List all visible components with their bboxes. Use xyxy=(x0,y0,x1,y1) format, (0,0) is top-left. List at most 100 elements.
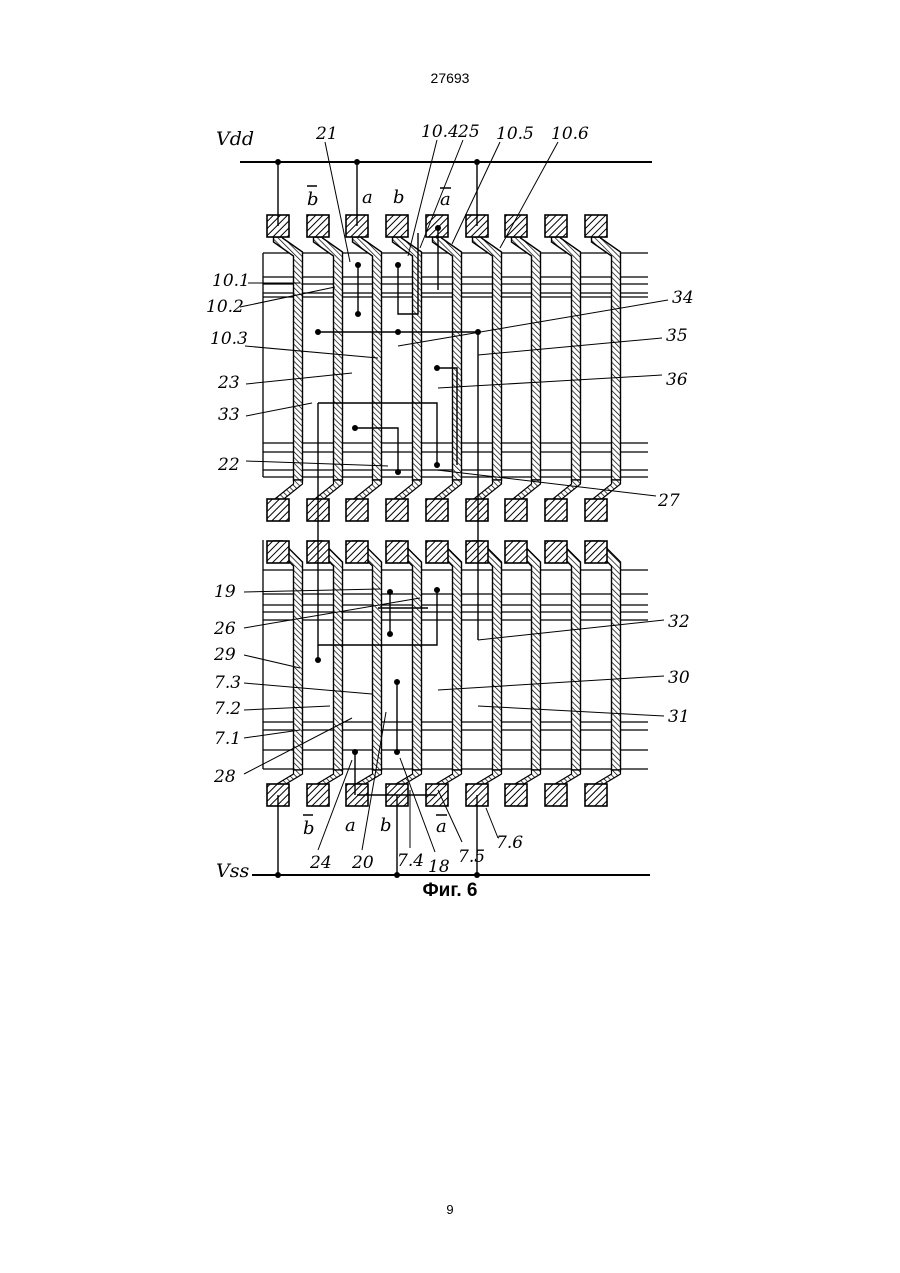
via-contact xyxy=(352,425,358,431)
gate-strip xyxy=(433,541,462,770)
via-contact xyxy=(394,679,400,685)
contact-pad xyxy=(585,215,607,237)
bottom-reference-labels: 24 20 7.4 18 7.5 7.6 xyxy=(309,833,523,877)
via-contact xyxy=(394,749,400,755)
gate-dogleg xyxy=(473,480,502,500)
via-contact xyxy=(435,225,441,231)
gate-strip xyxy=(473,541,502,770)
leader-line xyxy=(244,598,420,628)
ref-label: 30 xyxy=(668,668,690,688)
via-contact xyxy=(395,329,401,335)
contact-pad xyxy=(545,499,567,521)
via-contact xyxy=(275,872,281,878)
contact-pad xyxy=(386,541,408,563)
via-contact xyxy=(387,589,393,595)
contact-pad xyxy=(267,541,289,563)
via-contact xyxy=(395,262,401,268)
leader-line xyxy=(244,730,300,738)
via-contact xyxy=(474,872,480,878)
ref-label: 35 xyxy=(666,326,688,346)
contact-pad xyxy=(505,541,527,563)
ref-label: 10.1 xyxy=(212,271,250,291)
ref-label: 10.5 xyxy=(496,124,534,144)
top-signal-label: a xyxy=(362,187,373,208)
contact-pad xyxy=(585,499,607,521)
ref-label: 7.1 xyxy=(214,729,241,749)
contact-pad xyxy=(426,541,448,563)
contact-pad xyxy=(505,784,527,806)
ref-label: 7.2 xyxy=(214,699,241,719)
contact-pad xyxy=(346,541,368,563)
leader-line xyxy=(245,346,378,358)
gate-dogleg xyxy=(552,480,581,500)
ref-label: 22 xyxy=(217,455,240,475)
ref-label: 32 xyxy=(668,612,690,632)
gate-strip xyxy=(512,541,541,770)
contact-pad xyxy=(505,499,527,521)
ref-label: 7.4 xyxy=(397,851,424,871)
via-contact xyxy=(395,469,401,475)
ref-label: 24 xyxy=(309,853,332,873)
ref-label: 29 xyxy=(213,645,236,665)
ref-label: 27 xyxy=(657,491,680,511)
gate-dogleg xyxy=(274,480,303,500)
gate-dogleg xyxy=(393,480,422,500)
via-contact xyxy=(394,872,400,878)
contact-pad xyxy=(386,499,408,521)
ref-label: 10.6 xyxy=(551,124,589,144)
top-signal-label: b xyxy=(393,187,405,208)
leader-line xyxy=(438,375,662,388)
via-contact xyxy=(434,462,440,468)
via-contact xyxy=(352,749,358,755)
ref-label: 28 xyxy=(213,767,236,787)
contact-pad xyxy=(466,499,488,521)
via-contact xyxy=(474,159,480,165)
ref-label: 25 xyxy=(457,122,480,142)
contact-pad xyxy=(585,541,607,563)
top-signal-label: a xyxy=(440,189,451,210)
right-reference-labels: 34 35 36 27 32 30 31 xyxy=(657,288,694,727)
top-signal-label: b xyxy=(307,189,319,210)
top-reference-labels: 21 10.4 25 10.5 10.6 xyxy=(315,122,589,144)
gate-strip xyxy=(353,541,382,770)
leader-line xyxy=(478,338,662,355)
via-contact xyxy=(354,159,360,165)
figure-caption: Фиг. 6 xyxy=(0,880,900,902)
leader-line xyxy=(437,470,656,496)
ref-label: 21 xyxy=(315,124,338,144)
ref-label: 33 xyxy=(218,405,240,425)
bottom-signal-label: a xyxy=(436,816,447,837)
via-contact xyxy=(355,311,361,317)
contact-pad xyxy=(386,215,408,237)
ref-label: 18 xyxy=(428,857,450,877)
contact-pad xyxy=(307,784,329,806)
gate-dogleg xyxy=(512,480,541,500)
left-reference-labels: 10.1 10.2 10.3 23 33 22 19 26 29 7.3 7.2… xyxy=(206,271,250,787)
ref-label: 10.2 xyxy=(206,297,244,317)
leader-line xyxy=(438,676,664,690)
contact-pad xyxy=(585,784,607,806)
contact-pad xyxy=(466,541,488,563)
ref-label: 31 xyxy=(668,707,690,727)
vdd-label: Vdd xyxy=(216,128,254,150)
gate-dogleg xyxy=(353,480,382,500)
gate-strip xyxy=(552,541,581,770)
page-number: 9 xyxy=(0,1202,900,1217)
contact-pad xyxy=(426,499,448,521)
via-contact xyxy=(387,631,393,637)
contact-pad xyxy=(545,541,567,563)
ref-label: 7.5 xyxy=(458,847,485,867)
leader-line xyxy=(244,655,300,668)
via-contact xyxy=(355,262,361,268)
ref-label: 36 xyxy=(666,370,688,390)
ref-label: 34 xyxy=(672,288,694,308)
contact-pad xyxy=(346,499,368,521)
ref-label: 26 xyxy=(213,619,236,639)
bottom-signal-label: b xyxy=(303,818,315,839)
ref-label: 7.3 xyxy=(214,673,241,693)
leader-line xyxy=(244,589,380,592)
leader-line xyxy=(246,461,388,466)
ref-label: 10.3 xyxy=(210,329,248,349)
gate-dogleg xyxy=(433,480,462,500)
